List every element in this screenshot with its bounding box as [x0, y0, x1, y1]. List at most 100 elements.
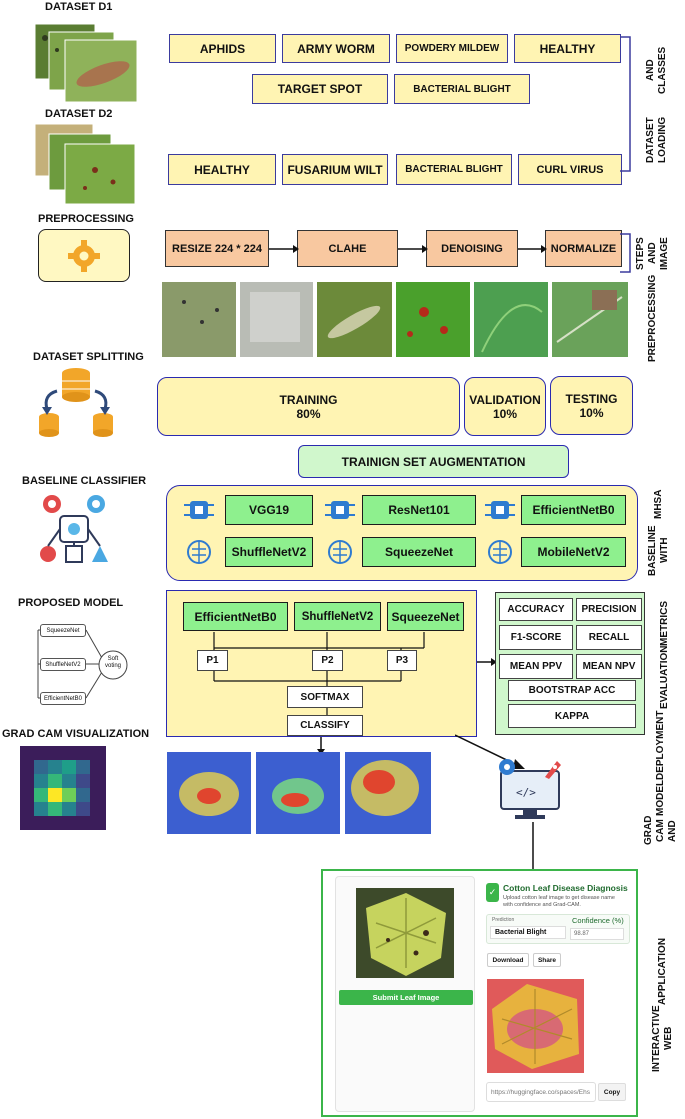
arrow-to-metrics [477, 658, 497, 666]
split-training: TRAINING 80% [157, 377, 460, 436]
side-label-deploy-line3: DEPLOYMENT [655, 710, 666, 780]
section-baseline: BASELINE CLASSIFIER [22, 475, 147, 487]
metric-mean-ppv: MEAN PPV [499, 654, 573, 679]
pre-step-clahe: CLAHE [297, 230, 398, 267]
pre-step-denoising: DENOISING [426, 230, 518, 267]
download-button[interactable]: Download [487, 953, 529, 967]
network-icon [38, 490, 116, 566]
metric-kappa: KAPPA [508, 704, 636, 728]
class-d1-target-spot: TARGET SPOT [252, 74, 388, 104]
svg-text:</>: </> [516, 786, 536, 799]
side-label-deploy: GRAD CAM AND MODEL DEPLOYMENT [639, 710, 683, 845]
class-d1-healthy: HEALTHY [514, 34, 621, 63]
split-validation-pct: 10% [492, 406, 518, 421]
section-proposed: PROPOSED MODEL [18, 597, 124, 609]
deploy-monitor-icon: </> [493, 757, 567, 821]
proposed-shufflenetv2: ShuffleNetV2 [294, 602, 381, 631]
side-label-mhsa-line1: BASELINE WITH [647, 525, 670, 577]
uploaded-leaf-image [356, 888, 454, 978]
dataset-d1-images [35, 18, 145, 108]
split-validation: VALIDATION 10% [464, 377, 546, 436]
webapp-title: Cotton Leaf Disease Diagnosis [503, 883, 628, 893]
baseline-resnet101: ResNet101 [362, 495, 476, 525]
prediction-label: Prediction [492, 917, 515, 923]
proposed-squeezenet: SqueezeNet [387, 602, 464, 631]
baseline-vgg19: VGG19 [225, 495, 313, 525]
softmax-box: SOFTMAX [287, 686, 363, 708]
class-d1-aphids: APHIDS [169, 34, 276, 63]
side-label-metrics: EVALUATION METRICS [647, 600, 683, 710]
submit-leaf-button[interactable]: Submit Leaf Image [339, 990, 473, 1005]
gear-icon [38, 229, 130, 282]
mini-vote: Soft voting [100, 656, 126, 670]
webapp-subtitle-line1: Upload cotton leaf image to get disease … [503, 895, 615, 901]
side-label-loading-line1: DATASET LOADING [645, 117, 668, 164]
preprocessed-images [162, 282, 628, 358]
side-label-mhsa-line2: MHSA [653, 490, 664, 520]
database-icon [37, 365, 115, 437]
class-d2-bacterial-blight: BACTERIAL BLIGHT [396, 154, 512, 185]
side-label-loading: DATASET LOADING AND CLASSES [640, 40, 674, 180]
confidence-value: 98.87 [570, 928, 624, 940]
side-label-webapp: INTERACTIVE WEB APPLICATION [641, 938, 685, 1072]
class-d1-bacterial-blight: BACTERIAL BLIGHT [394, 74, 530, 104]
side-label-preproc-line1: PREPROCESSING [647, 274, 658, 362]
side-label-deploy-line1: GRAD CAM AND [643, 816, 678, 846]
split-training-pct: 80% [296, 406, 321, 421]
metric-accuracy: ACCURACY [499, 598, 573, 621]
dataset-d2-images [35, 124, 147, 206]
gradcam-heatmap [20, 746, 106, 830]
split-validation-label: VALIDATION [469, 392, 541, 407]
section-gradcam: GRAD CAM VISUALIZATION [2, 728, 150, 740]
split-testing-label: TESTING [565, 391, 618, 406]
side-label-mhsa: BASELINE WITH MHSA [641, 490, 677, 582]
class-d1-powdery-mildew: POWDERY MILDEW [396, 34, 508, 63]
side-label-preproc-line2: STEPS AND IMAGE [635, 236, 670, 270]
prob-p1: P1 [197, 650, 228, 671]
side-label-deploy-line2: MODEL [655, 779, 666, 817]
loading-bracket [620, 36, 631, 172]
side-label-loading-line2: AND CLASSES [645, 46, 668, 94]
prob-p3: P3 [387, 650, 417, 671]
chip-icon [485, 501, 515, 519]
baseline-shufflenetv2: ShuffleNetV2 [225, 537, 313, 567]
prediction-value: Bacterial Blight [490, 926, 566, 939]
mini-box-3: EfficientNetB0 [40, 692, 86, 705]
classify-box: CLASSIFY [287, 715, 363, 736]
leaf-app-icon: ✓ [486, 883, 499, 902]
chip-icon [325, 501, 355, 519]
split-training-label: TRAINING [279, 392, 338, 407]
arrow-resize-clahe [269, 245, 299, 253]
baseline-efficientnetb0: EfficientNetB0 [521, 495, 626, 525]
proposed-mini-diagram: SqueezeNet ShuffleNetV2 EfficientNetB0 S… [24, 618, 134, 708]
mini-vote-line1: Soft [107, 656, 119, 662]
class-d1-army-worm: ARMY WORM [282, 34, 390, 63]
split-testing-pct: 10% [579, 405, 604, 420]
pre-step-resize: RESIZE 224 * 224 [165, 230, 269, 267]
side-label-webapp-line2: APPLICATION [657, 938, 668, 1006]
prob-p2: P2 [312, 650, 343, 671]
side-label-webapp-line1: INTERACTIVE WEB [651, 1005, 674, 1072]
baseline-squeezenet: SqueezeNet [362, 537, 476, 567]
share-button[interactable]: Share [533, 953, 561, 967]
pre-step-normalize: NORMALIZE [545, 230, 622, 267]
metric-precision: PRECISION [576, 598, 642, 621]
proposed-efficientnetb0: EfficientNetB0 [183, 602, 288, 631]
section-dataset-d1: DATASET D1 [45, 1, 113, 13]
side-label-preproc: PREPROCESSING STEPS AND IMAGE [633, 232, 673, 362]
brain-icon [328, 540, 352, 564]
webapp-subtitle: Upload cotton leaf image to get disease … [503, 895, 615, 909]
metric-f1-score: F1-SCORE [499, 625, 573, 650]
arrow-denoising-normalize [518, 245, 547, 253]
confidence-label: Confidence (%) [572, 916, 624, 925]
section-dataset-d2: DATASET D2 [45, 108, 113, 120]
copy-button[interactable]: Copy [598, 1083, 626, 1101]
share-url-field[interactable]: https://huggingface.co/spaces/Ehs [486, 1082, 596, 1102]
metric-recall: RECALL [576, 625, 642, 650]
webapp-subtitle-line2: with confidence and Grad-CAM. [503, 902, 581, 908]
class-d2-fusarium-wilt: FUSARIUM WILT [282, 154, 388, 185]
section-preprocessing: PREPROCESSING [38, 213, 134, 225]
metric-bootstrap-acc: BOOTSTRAP ACC [508, 680, 636, 701]
mini-box-1: SqueezeNet [40, 624, 86, 637]
baseline-mobilenetv2: MobileNetV2 [521, 537, 626, 567]
